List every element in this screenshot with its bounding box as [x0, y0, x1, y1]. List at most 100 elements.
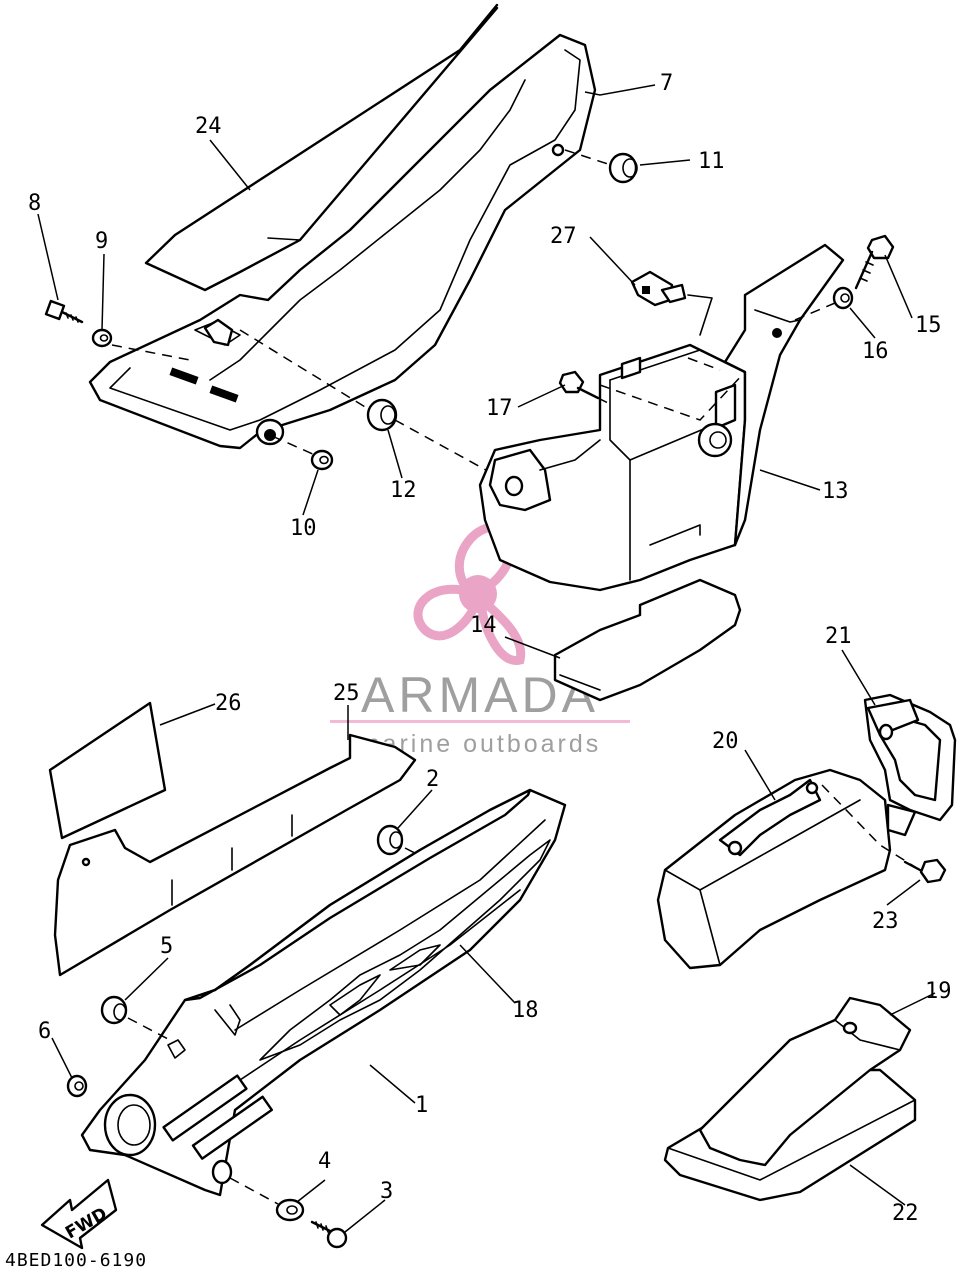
- part-20-box: [656, 768, 892, 970]
- callout-5: 5: [160, 934, 173, 959]
- callout-6: 6: [38, 1019, 51, 1044]
- callout-3: 3: [380, 1179, 393, 1204]
- part-10-axis: [271, 435, 316, 456]
- part-12-grommet: [366, 398, 398, 432]
- part-27-connector: [630, 270, 687, 307]
- callout-4: 4: [318, 1149, 331, 1174]
- part-7-side-cover: [88, 33, 597, 450]
- part-17-bolt: [558, 370, 600, 400]
- part-4-axis: [229, 1177, 279, 1205]
- part-17-axis: [597, 397, 613, 406]
- part-14-inner: [559, 674, 601, 691]
- callout-21: 21: [825, 624, 852, 649]
- callout-24: 24: [195, 114, 222, 139]
- part-6-washer: [66, 1074, 88, 1098]
- part-24-sheet: [144, 3, 499, 292]
- part-1-bore-inner: [117, 1104, 151, 1146]
- fwd-direction-arrow-icon: FWD: [40, 1178, 118, 1250]
- part-7-slot: [169, 367, 199, 385]
- callout-26: 26: [215, 691, 242, 716]
- callout-22: 22: [892, 1201, 919, 1226]
- part-1-inner-ridge: [234, 819, 546, 1031]
- part-13-edge-1: [609, 379, 631, 581]
- part-16-washer: [832, 286, 854, 310]
- part-16-axis: [794, 302, 836, 321]
- callout-17: 17: [486, 396, 513, 421]
- callout-15: 15: [915, 313, 942, 338]
- part-25-gasket: [53, 733, 417, 977]
- callout-2: 2: [426, 767, 439, 792]
- part-7-lower-boss: [255, 418, 285, 446]
- part-25-hole: [81, 857, 91, 867]
- callout-11: 11: [698, 149, 725, 174]
- part-7-inner-ridge: [109, 49, 581, 431]
- part-9-washer: [91, 328, 113, 348]
- part-27-wire: [687, 294, 713, 336]
- part-21-bracket: [863, 693, 957, 837]
- part-1-top-rim: [183, 788, 532, 1002]
- propeller-hub-icon: [459, 575, 497, 613]
- part-5-grommet: [100, 995, 128, 1025]
- part-27-dash: [687, 357, 721, 371]
- part-2-grommet: [376, 824, 404, 856]
- callout-labels: 7 11 24 8 9 27 15 16 17 12 13 10 14 21 2…: [28, 71, 952, 1226]
- part-26-sheet: [48, 701, 167, 840]
- part-7-hole: [551, 143, 565, 157]
- part-7-center-channel: [209, 79, 526, 381]
- part-11-axis: [564, 149, 609, 165]
- part-8-bolt: [44, 299, 84, 324]
- part-1-slot-1: [162, 1074, 248, 1142]
- part-14-sheet: [553, 578, 742, 702]
- part-20-edge-2: [699, 799, 861, 891]
- callout-1: 1: [415, 1093, 428, 1118]
- part-8-axis: [111, 344, 191, 361]
- leader-lines: [37, 84, 936, 1233]
- part-7-slot-2: [209, 385, 239, 403]
- part-13-window: [714, 383, 737, 430]
- part-13-flange: [539, 439, 601, 471]
- part-1-fastener-tab: [167, 1039, 186, 1059]
- part-15-bolt: [854, 234, 895, 290]
- part-13-tab: [620, 356, 642, 380]
- part-18-emblem-flame: [329, 944, 441, 1016]
- callout-19: 19: [925, 979, 952, 1004]
- part-1-slot-2: [191, 1095, 274, 1160]
- part-20-strap-hole-2: [805, 781, 819, 795]
- callout-10: 10: [290, 516, 317, 541]
- callout-14: 14: [470, 613, 497, 638]
- part-3-bolt: [310, 1220, 348, 1249]
- part-1-bore: [103, 1093, 157, 1157]
- figure-code: 4BED100-6190: [5, 1250, 147, 1271]
- part-18-emblem: [259, 839, 551, 1061]
- part-12-axis: [239, 329, 496, 476]
- part-13-bracket-face: [754, 309, 801, 323]
- part-24-inner-edge: [267, 237, 301, 241]
- watermark-divider: [330, 720, 630, 723]
- part-23-bolt: [903, 858, 947, 884]
- part-11-grommet: [608, 152, 638, 184]
- part-4-washer: [275, 1198, 305, 1222]
- part-13-dashed-top: [599, 371, 746, 421]
- callout-7: 7: [660, 71, 673, 96]
- part-7-clip: [203, 318, 234, 347]
- part-13-bracket-hole: [772, 328, 782, 338]
- callout-13: 13: [822, 479, 849, 504]
- part-1-rim-inner: [214, 1004, 241, 1036]
- callout-25: 25: [333, 681, 360, 706]
- part-20-strap-hole: [727, 840, 743, 856]
- part-13-boss: [697, 422, 733, 458]
- part-13-mount-eye: [488, 448, 552, 512]
- callout-12: 12: [390, 478, 417, 503]
- part-19-hole: [842, 1021, 858, 1035]
- callout-9: 9: [95, 229, 108, 254]
- part-5-axis: [127, 1017, 171, 1041]
- part-22-edge: [667, 1099, 916, 1181]
- callout-27: 27: [550, 224, 577, 249]
- callout-23: 23: [872, 909, 899, 934]
- part-1-lower-boss: [211, 1159, 233, 1185]
- callout-16: 16: [862, 339, 889, 364]
- callout-20: 20: [712, 729, 739, 754]
- part-20-strap: [718, 778, 822, 857]
- callout-8: 8: [28, 191, 41, 216]
